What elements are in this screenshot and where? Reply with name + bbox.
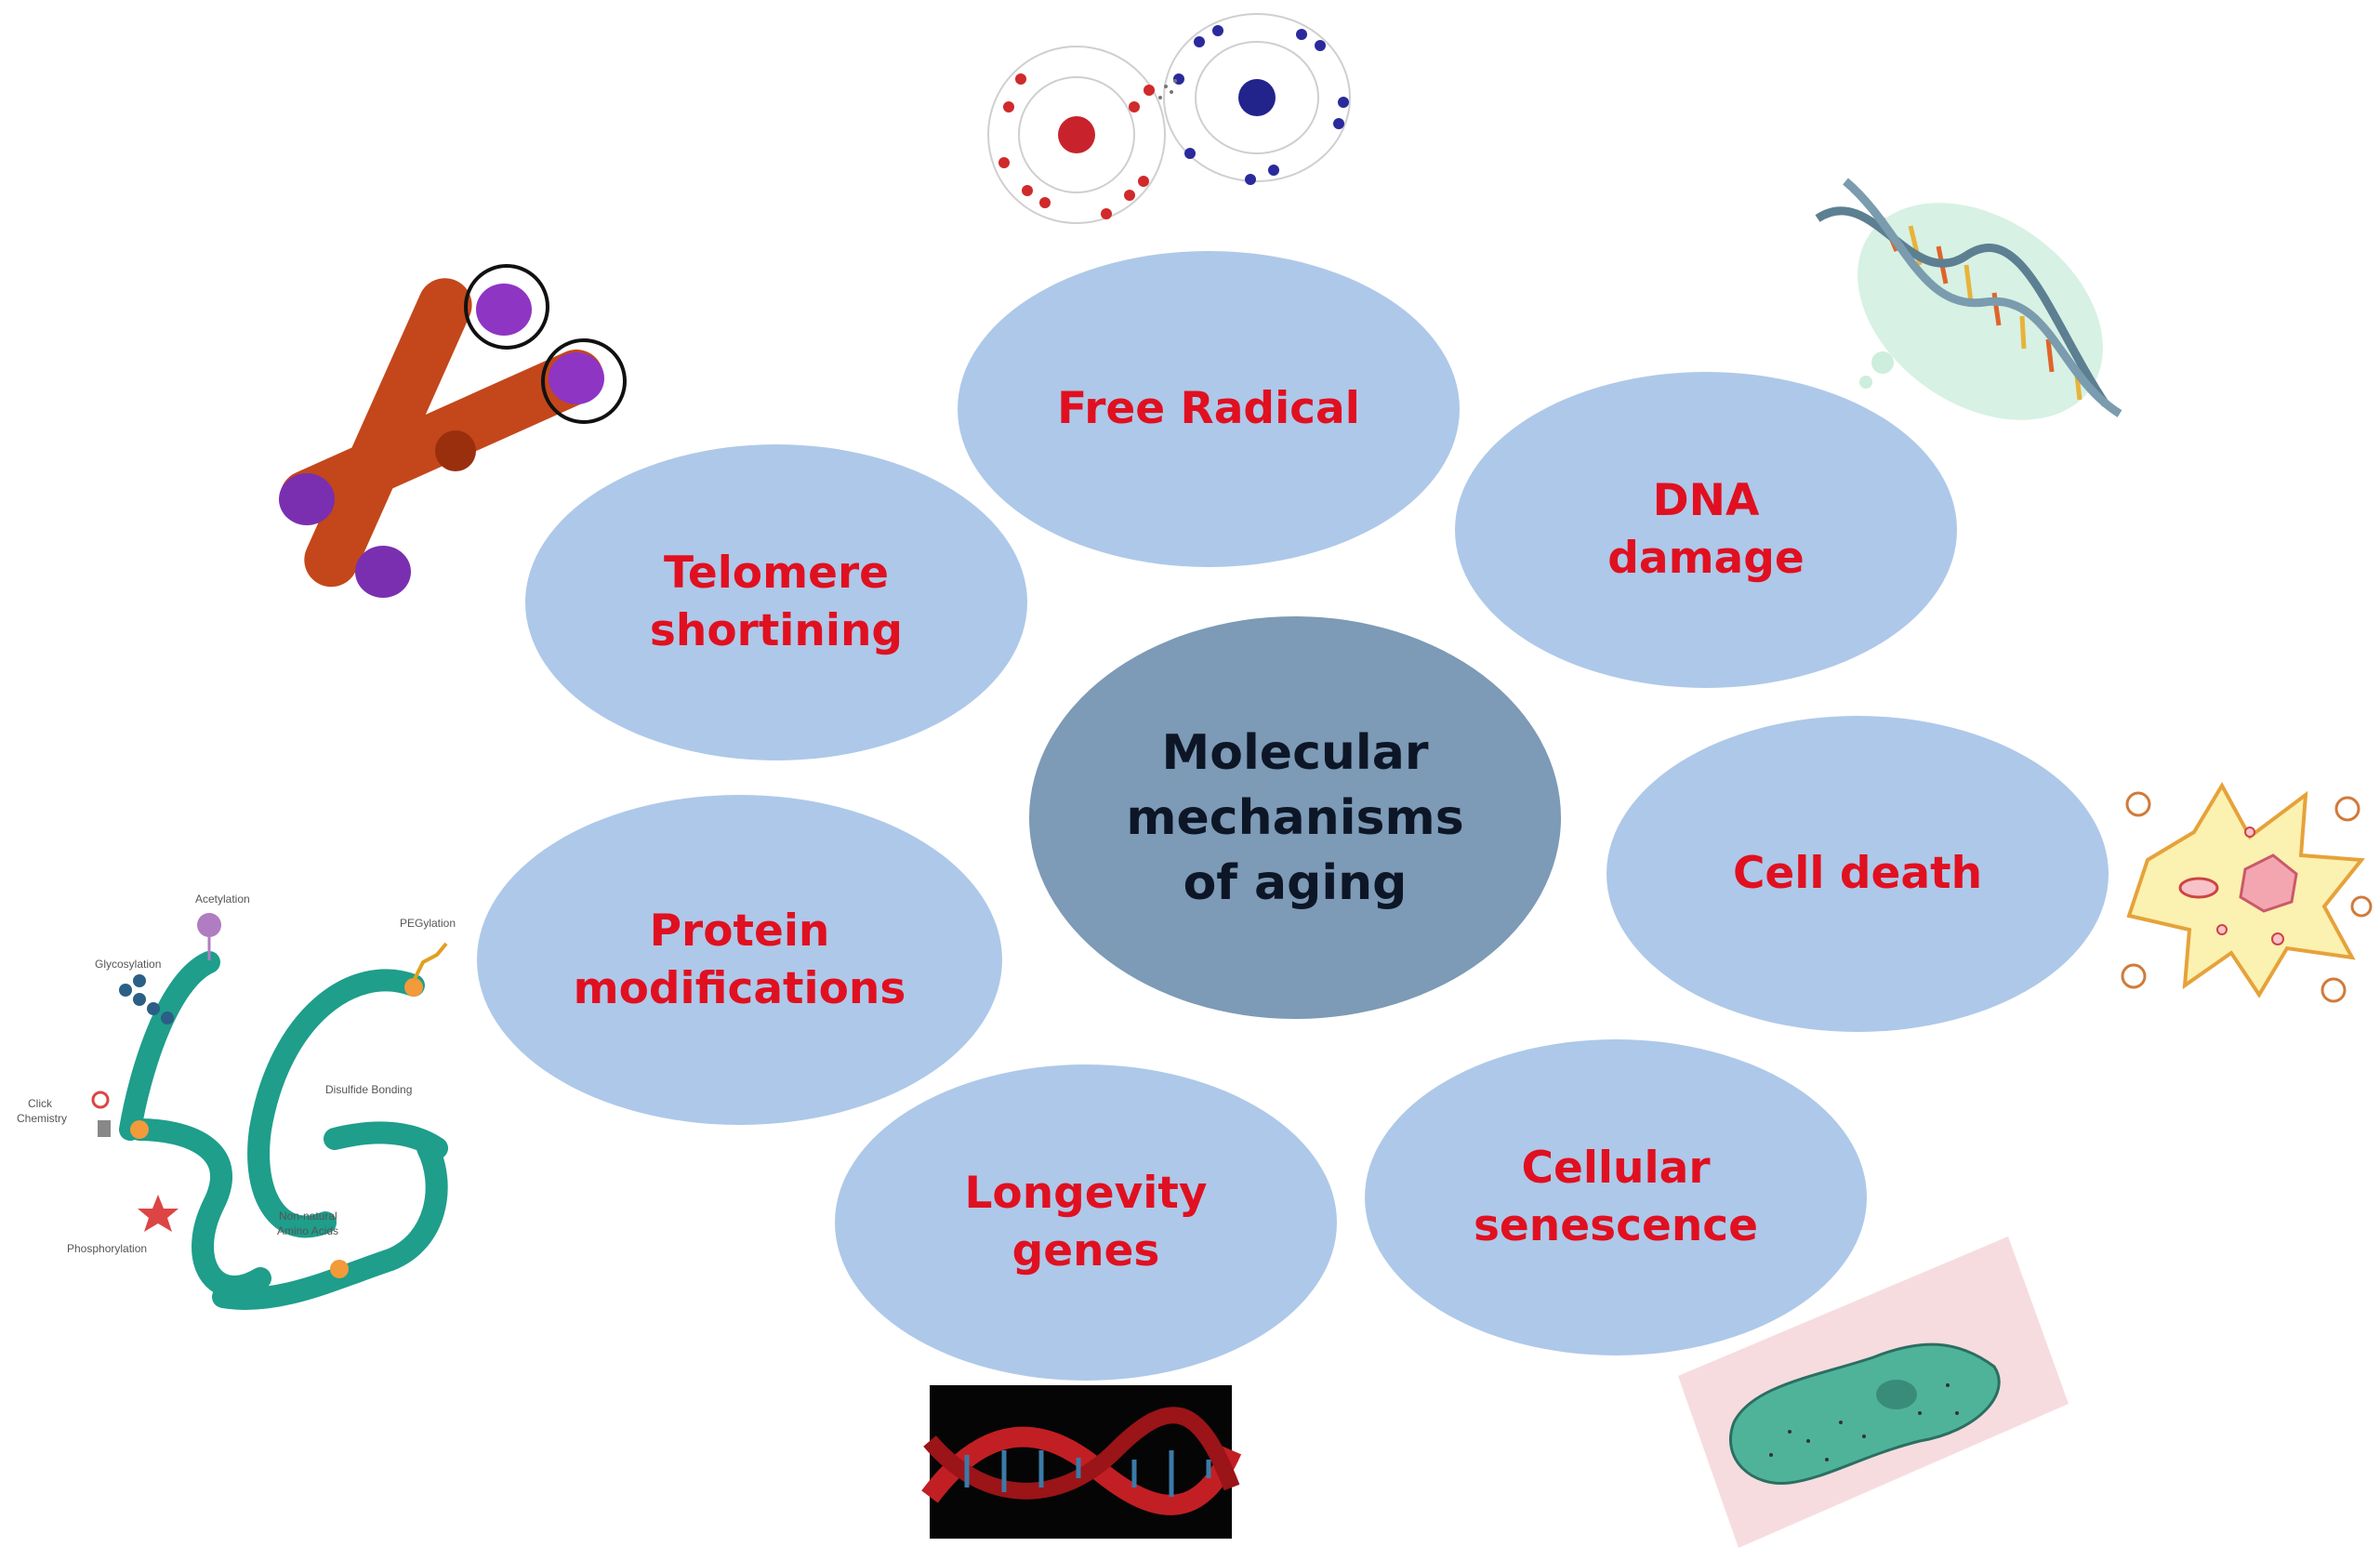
- node-label: Longevity genes: [964, 1168, 1208, 1276]
- node-label: Cellular senescence: [1473, 1143, 1759, 1251]
- node-dna-damage: DNA damage: [1455, 372, 1957, 688]
- annotation-amino-acids: Amino Acids: [277, 1224, 338, 1237]
- node-label: Protein modifications: [573, 905, 906, 1014]
- annotation-glycosylation: Glycosylation: [95, 958, 161, 971]
- node-protein-modifications: Protein modifications: [477, 795, 1002, 1125]
- node-telomere-shortening: Telomere shortining: [525, 444, 1027, 760]
- node-longevity-genes: Longevity genes: [835, 1064, 1337, 1381]
- node-label: DNA damage: [1607, 475, 1805, 584]
- node-label: Telomere shortining: [649, 548, 904, 656]
- dna-helix-icon: [1815, 178, 2122, 420]
- node-cellular-senescence: Cellular senescence: [1365, 1039, 1867, 1355]
- annotation-click-chemistry: Chemistry: [17, 1112, 67, 1125]
- annotation-phosphorylation: Phosphorylation: [67, 1242, 147, 1255]
- annotation-disulfide: Disulfide Bonding: [325, 1083, 412, 1096]
- protein-chain-icon: Acetylation PEGylation Glycosylation Dis…: [17, 892, 456, 1310]
- annotation-click: Click: [28, 1097, 53, 1110]
- atoms-icon: [987, 13, 1351, 224]
- node-label: Cell death: [1732, 848, 1983, 899]
- center-node: Molecular mechanisms of aging: [1029, 616, 1561, 1019]
- dying-cell-icon: [2121, 781, 2373, 1003]
- node-label: Free Radical: [1057, 383, 1360, 434]
- dna-render-icon: [921, 1385, 1242, 1539]
- node-free-radical: Free Radical: [958, 251, 1460, 567]
- center-label: Molecular mechanisms of aging: [1126, 724, 1464, 911]
- annotation-nonnatural: Non-natural: [279, 1210, 337, 1223]
- chromosome-icon: [279, 264, 627, 598]
- senescent-cell-icon: [1678, 1236, 2069, 1548]
- annotation-acetylation: Acetylation: [195, 892, 250, 906]
- node-cell-death: Cell death: [1606, 716, 2109, 1032]
- annotation-pegylation: PEGylation: [400, 917, 456, 930]
